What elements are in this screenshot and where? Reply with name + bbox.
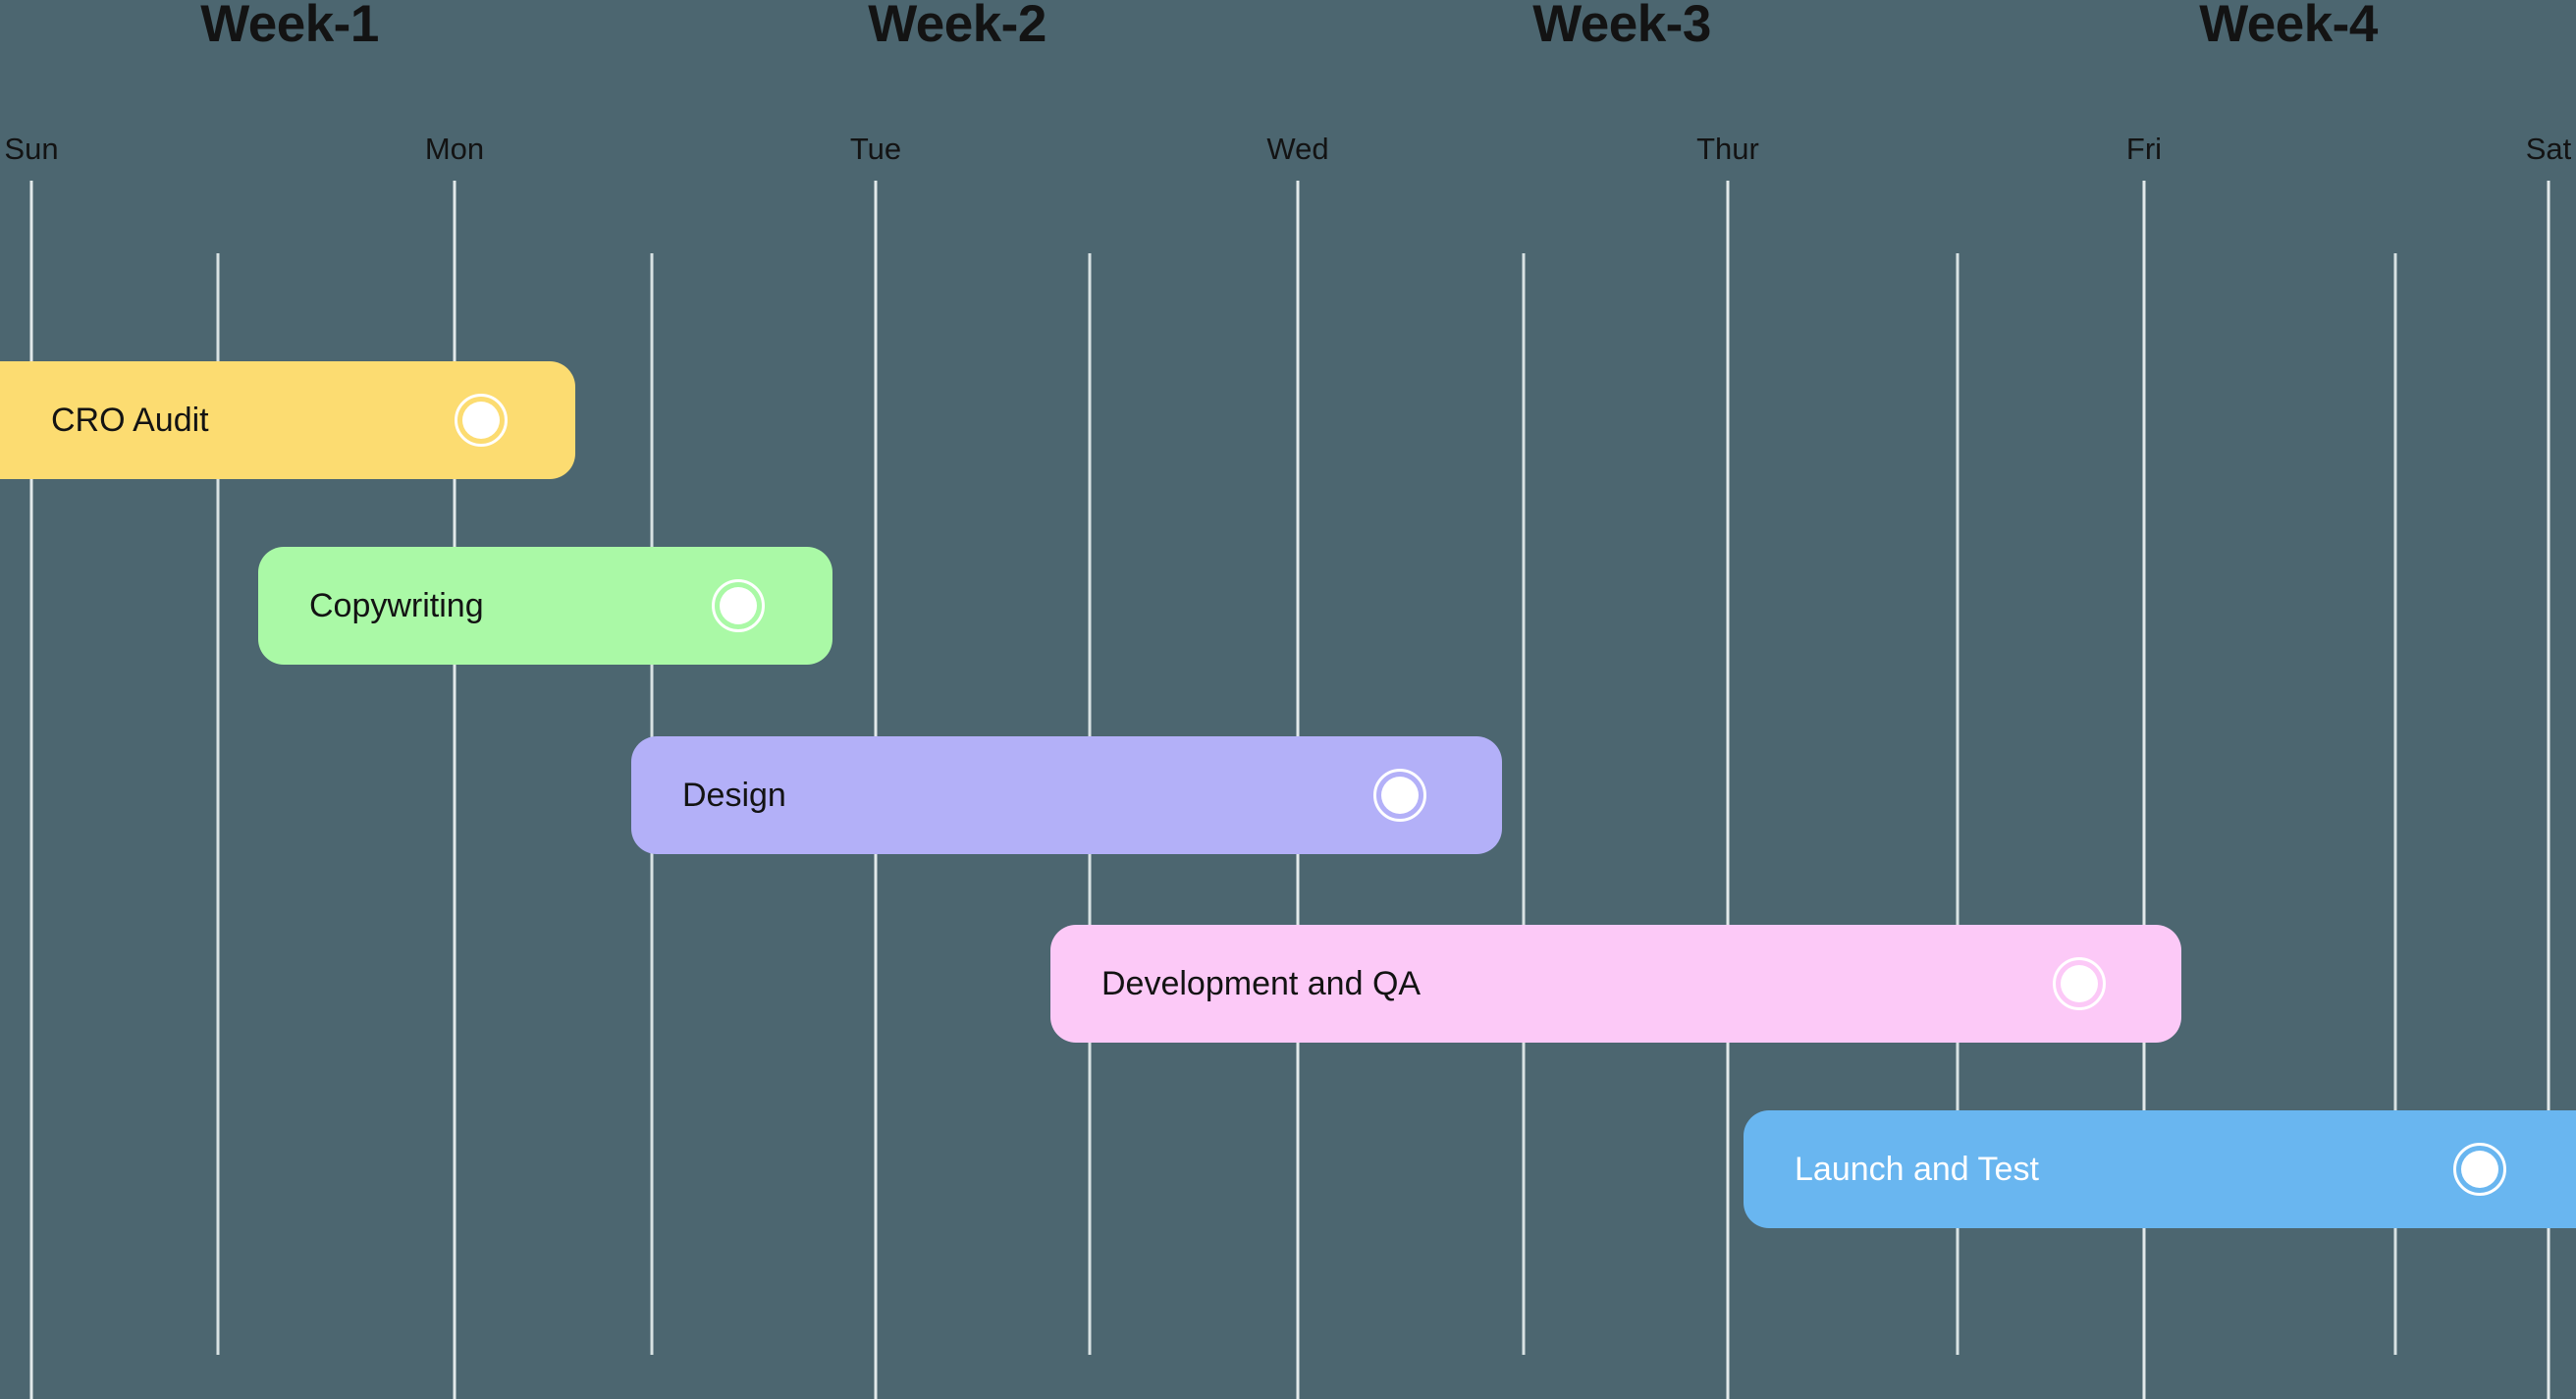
task-label: Design xyxy=(682,776,786,814)
task-bar[interactable]: Design xyxy=(631,736,1502,854)
day-label-sat: Sat xyxy=(2525,132,2572,166)
task-label: Launch and Test xyxy=(1795,1150,2039,1188)
week-label: Week-1 xyxy=(200,0,379,53)
gridline-major xyxy=(2142,181,2146,1399)
day-label-fri: Fri xyxy=(2125,132,2163,166)
gridline-major xyxy=(2547,181,2550,1399)
week-label: Week-3 xyxy=(1532,0,1711,53)
task-bar[interactable]: CRO Audit xyxy=(0,361,575,479)
gridline-minor xyxy=(216,253,220,1355)
day-label-sun: Sun xyxy=(4,132,59,166)
day-label-wed: Wed xyxy=(1266,132,1329,166)
gridline-minor xyxy=(1522,253,1526,1355)
task-progress-marker-icon[interactable] xyxy=(1373,769,1426,822)
task-bar[interactable]: Launch and Test xyxy=(1744,1110,2576,1228)
day-header-row: Sun Mon Tue Wed Thur Fri Sat xyxy=(0,0,2576,196)
task-progress-marker-icon[interactable] xyxy=(2053,957,2106,1010)
day-label-thur: Thur xyxy=(1696,132,1759,166)
gridline-minor xyxy=(2393,253,2397,1355)
week-label: Week-4 xyxy=(2199,0,2378,53)
task-label: CRO Audit xyxy=(51,401,209,439)
task-label: Development and QA xyxy=(1101,964,1422,1002)
task-label: Copywriting xyxy=(309,586,484,624)
task-progress-marker-icon[interactable] xyxy=(2453,1143,2506,1196)
day-label-tue: Tue xyxy=(849,132,902,166)
day-label-mon: Mon xyxy=(424,132,485,166)
task-bar[interactable]: Copywriting xyxy=(258,547,832,665)
week-label: Week-2 xyxy=(868,0,1046,53)
gridline-major xyxy=(29,181,33,1399)
task-progress-marker-icon[interactable] xyxy=(712,579,765,632)
gridline-major xyxy=(453,181,456,1399)
task-progress-marker-icon[interactable] xyxy=(455,394,508,447)
gridline-major xyxy=(1726,181,1730,1399)
task-bar[interactable]: Development and QA xyxy=(1050,925,2181,1043)
week-header-row: Week-1 Week-2 Week-3 Week-4 xyxy=(0,0,2576,61)
gridline-minor xyxy=(1956,253,1959,1355)
